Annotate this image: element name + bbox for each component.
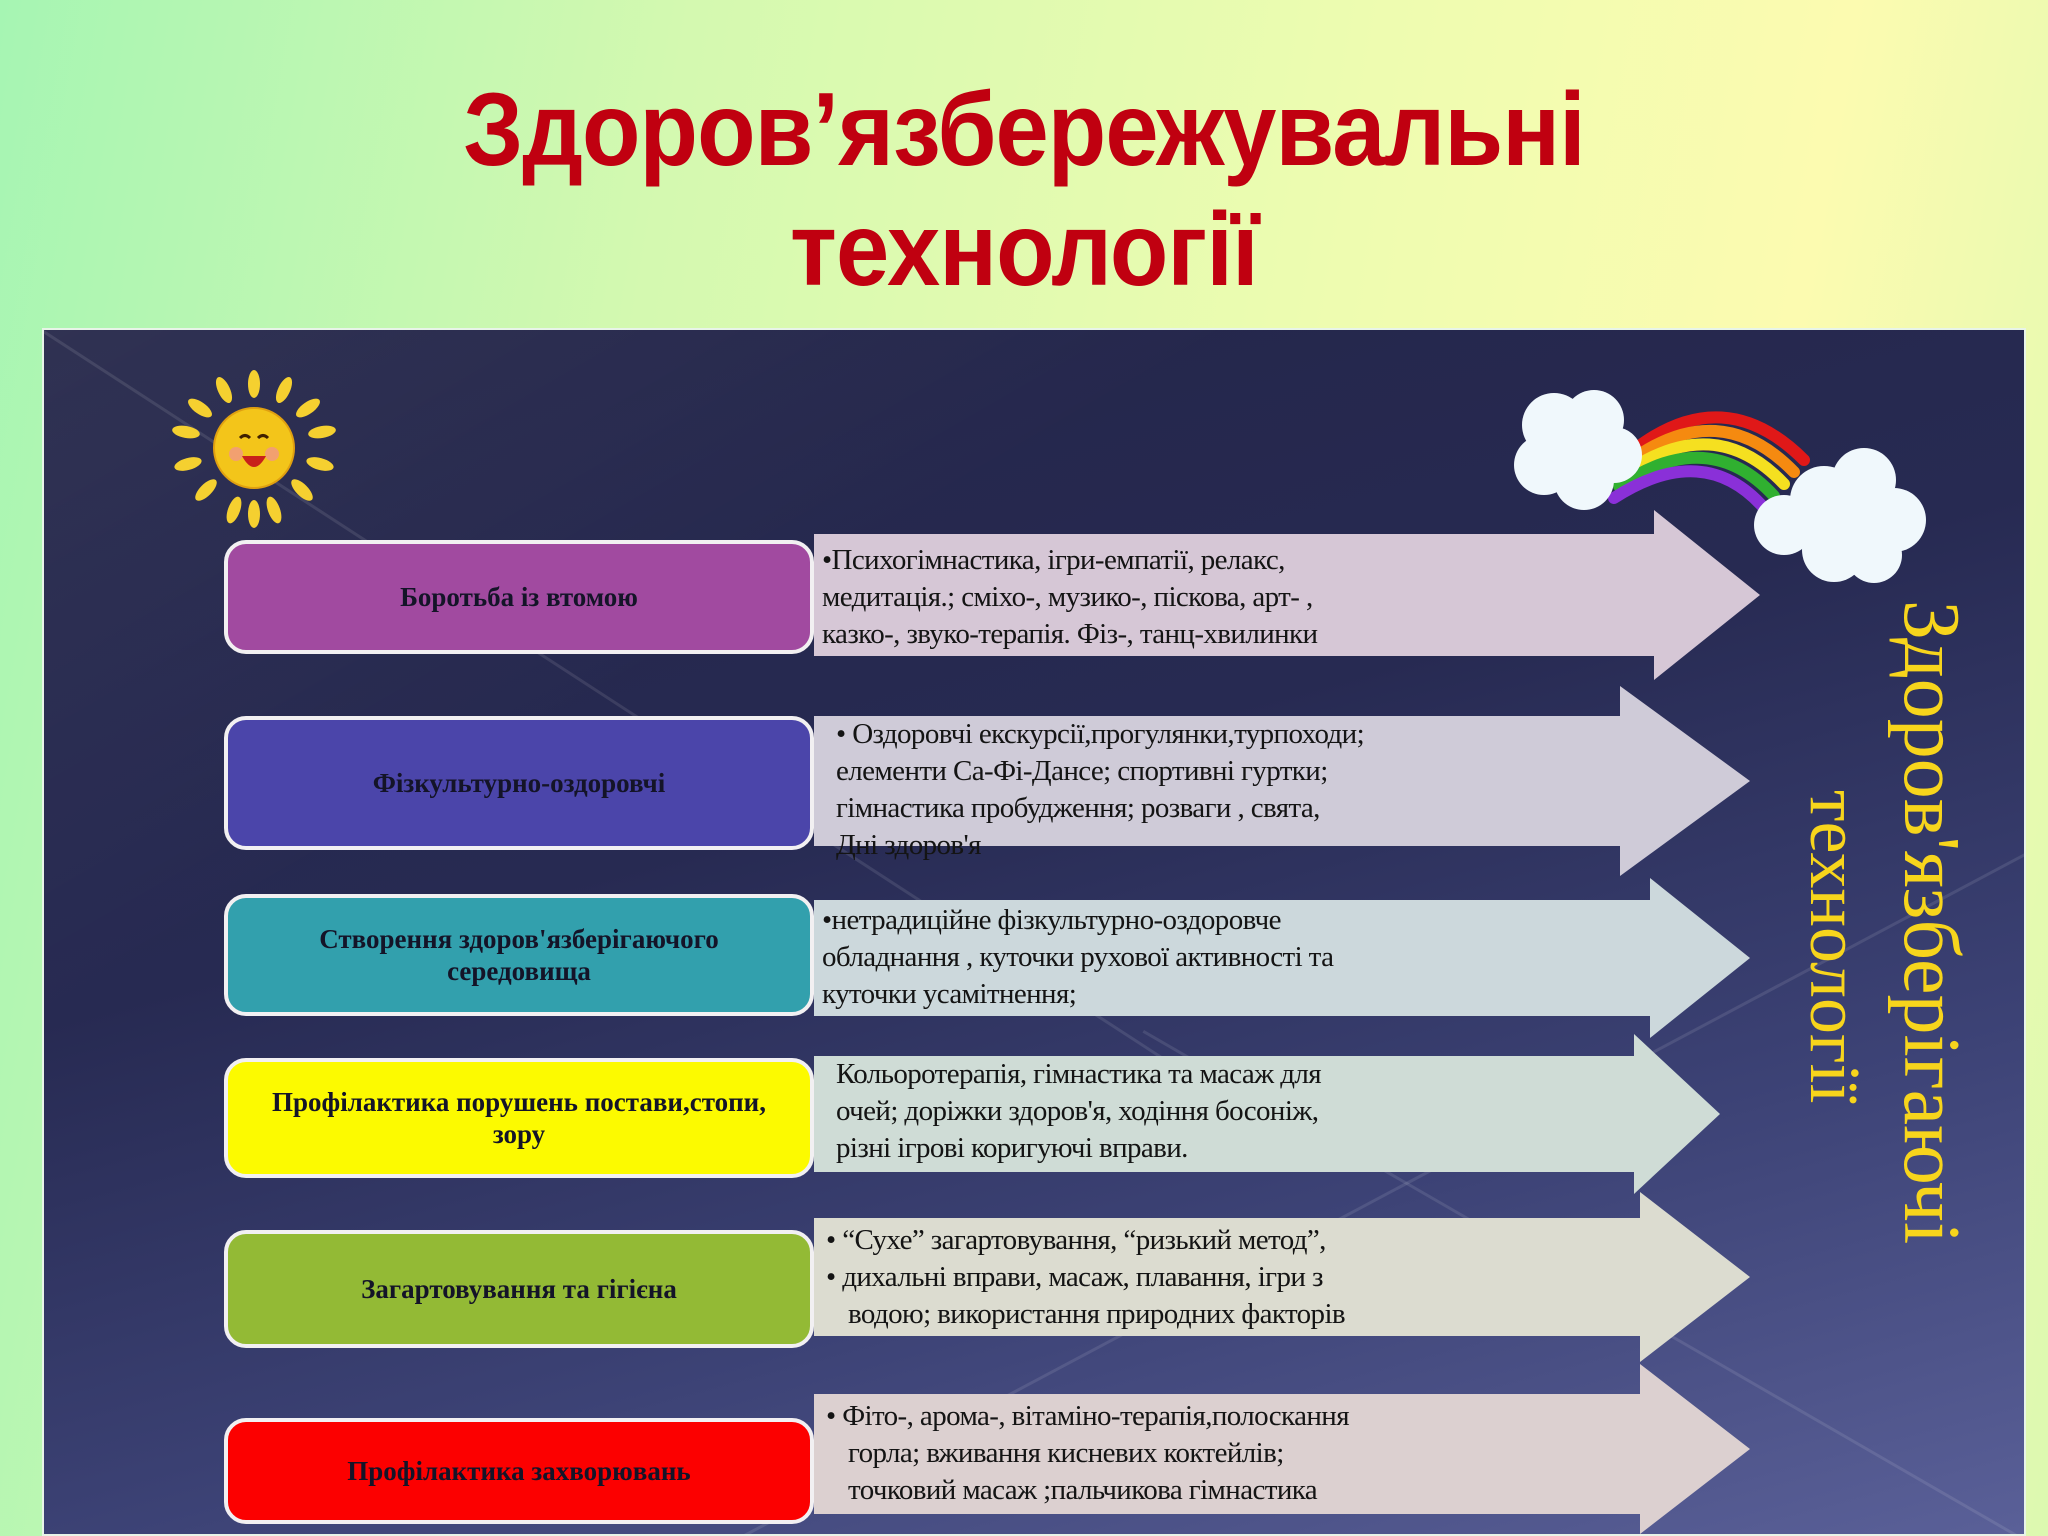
desc-line: медитація.; сміхо-, музико-, піскова, ар… — [822, 581, 1313, 613]
row-physical: • Оздоровчі екскурсії,прогулянки,турпохо… — [44, 686, 2024, 876]
desc-line: водою; використання природних факторів — [848, 1298, 1346, 1330]
arrow-shape — [814, 686, 1750, 876]
row-hardening: • “Сухе” загартовування, “ризький метод”… — [44, 1192, 2024, 1362]
desc-line: • “Сухе” загартовування, “ризький метод”… — [826, 1224, 1326, 1256]
desc-line: точковий масаж ;пальчикова гімнастика — [848, 1474, 1318, 1506]
category-label: Профілактика захворювань — [347, 1456, 691, 1486]
row-description: Кольоротерапія, гімнастика та масаж для … — [836, 1056, 1322, 1167]
row-environment: •нетрадиційне фізкультурно-оздоровче обл… — [44, 878, 2024, 1038]
desc-line: •Психогімнастика, ігри-емпатії, релакс, — [822, 544, 1285, 576]
category-box: Боротьба із втомою — [224, 540, 814, 654]
slide-title-line2: технології — [790, 192, 1259, 308]
desc-line: гімнастика пробудження; розваги , свята, — [836, 792, 1320, 824]
vertical-title-line1: Здоров'язберігаючі — [1887, 600, 1975, 1245]
rainbow-clouds-icon — [1514, 390, 1926, 583]
vertical-title: Здоров'язберігаючі технології — [1734, 600, 1994, 1500]
desc-line: елементи Са-Фі-Дансе; спортивні гуртки; — [836, 755, 1328, 787]
desc-line: горла; вживання кисневих коктейлів; — [848, 1437, 1284, 1469]
category-box: Профілактика захворювань — [224, 1418, 814, 1524]
diagram-panel: •Психогімнастика, ігри-емпатії, релакс, … — [42, 328, 2026, 1536]
slide-title-line1: Здоров’язбережувальні — [463, 72, 1586, 188]
row-description: • Оздоровчі екскурсії,прогулянки,турпохо… — [836, 716, 1365, 864]
row-posture: Кольоротерапія, гімнастика та масаж для … — [44, 1034, 2024, 1194]
category-label: Створення здоров'язберігаючого середовищ… — [319, 924, 719, 986]
row-description: • Фіто-, арома-, вітаміно-терапія,полоск… — [826, 1398, 1350, 1509]
desc-line: куточки усамітнення; — [822, 978, 1077, 1010]
desc-line: •нетрадиційне фізкультурно-оздоровче — [822, 904, 1281, 936]
desc-line: • дихальні вправи, масаж, плавання, ігри… — [826, 1261, 1323, 1293]
desc-line: Дні здоров'я — [836, 829, 981, 861]
desc-line: різні ігрові коригуючі вправи. — [836, 1132, 1188, 1164]
sun-icon — [172, 370, 336, 528]
row-prevention: • Фіто-, арома-, вітаміно-терапія,полоск… — [44, 1364, 2024, 1534]
row-description: • “Сухе” загартовування, “ризький метод”… — [826, 1222, 1346, 1333]
category-label: Боротьба із втомою — [400, 582, 638, 612]
desc-line: очей; доріжки здоров'я, ходіння босоніж, — [836, 1095, 1319, 1127]
arrow-shape — [814, 1192, 1750, 1362]
arrow-shape — [814, 878, 1750, 1038]
slide-title: Здоров’язбережувальні технології — [82, 70, 1966, 310]
desc-line: казко-, звуко-терапія. Фіз-, танц-хвилин… — [822, 618, 1318, 650]
category-box: Загартовування та гігієна — [224, 1230, 814, 1348]
category-label: Загартовування та гігієна — [361, 1274, 677, 1304]
category-label: Фізкультурно-оздоровчі — [372, 768, 666, 798]
desc-line: • Фіто-, арома-, вітаміно-терапія,полоск… — [826, 1400, 1350, 1432]
arrow-shape — [814, 510, 1760, 680]
row-description: •нетрадиційне фізкультурно-оздоровче обл… — [822, 902, 1334, 1013]
category-box: Створення здоров'язберігаючого середовищ… — [224, 894, 814, 1016]
row-fatigue: •Психогімнастика, ігри-емпатії, релакс, … — [44, 510, 2024, 680]
desc-line: Кольоротерапія, гімнастика та масаж для — [836, 1058, 1322, 1090]
row-description: •Психогімнастика, ігри-емпатії, релакс, … — [822, 542, 1318, 653]
arrow-shape — [814, 1364, 1750, 1534]
category-box: Фізкультурно-оздоровчі — [224, 716, 814, 850]
category-box: Профілактика порушень постави,стопи, зор… — [224, 1058, 814, 1178]
desc-line: обладнання , куточки рухової активності … — [822, 941, 1334, 973]
arrow-shape — [814, 1034, 1720, 1194]
desc-line: • Оздоровчі екскурсії,прогулянки,турпохо… — [836, 718, 1365, 750]
vertical-title-line2: технології — [1795, 790, 1875, 1104]
category-label: Профілактика порушень постави,стопи, зор… — [272, 1087, 766, 1149]
